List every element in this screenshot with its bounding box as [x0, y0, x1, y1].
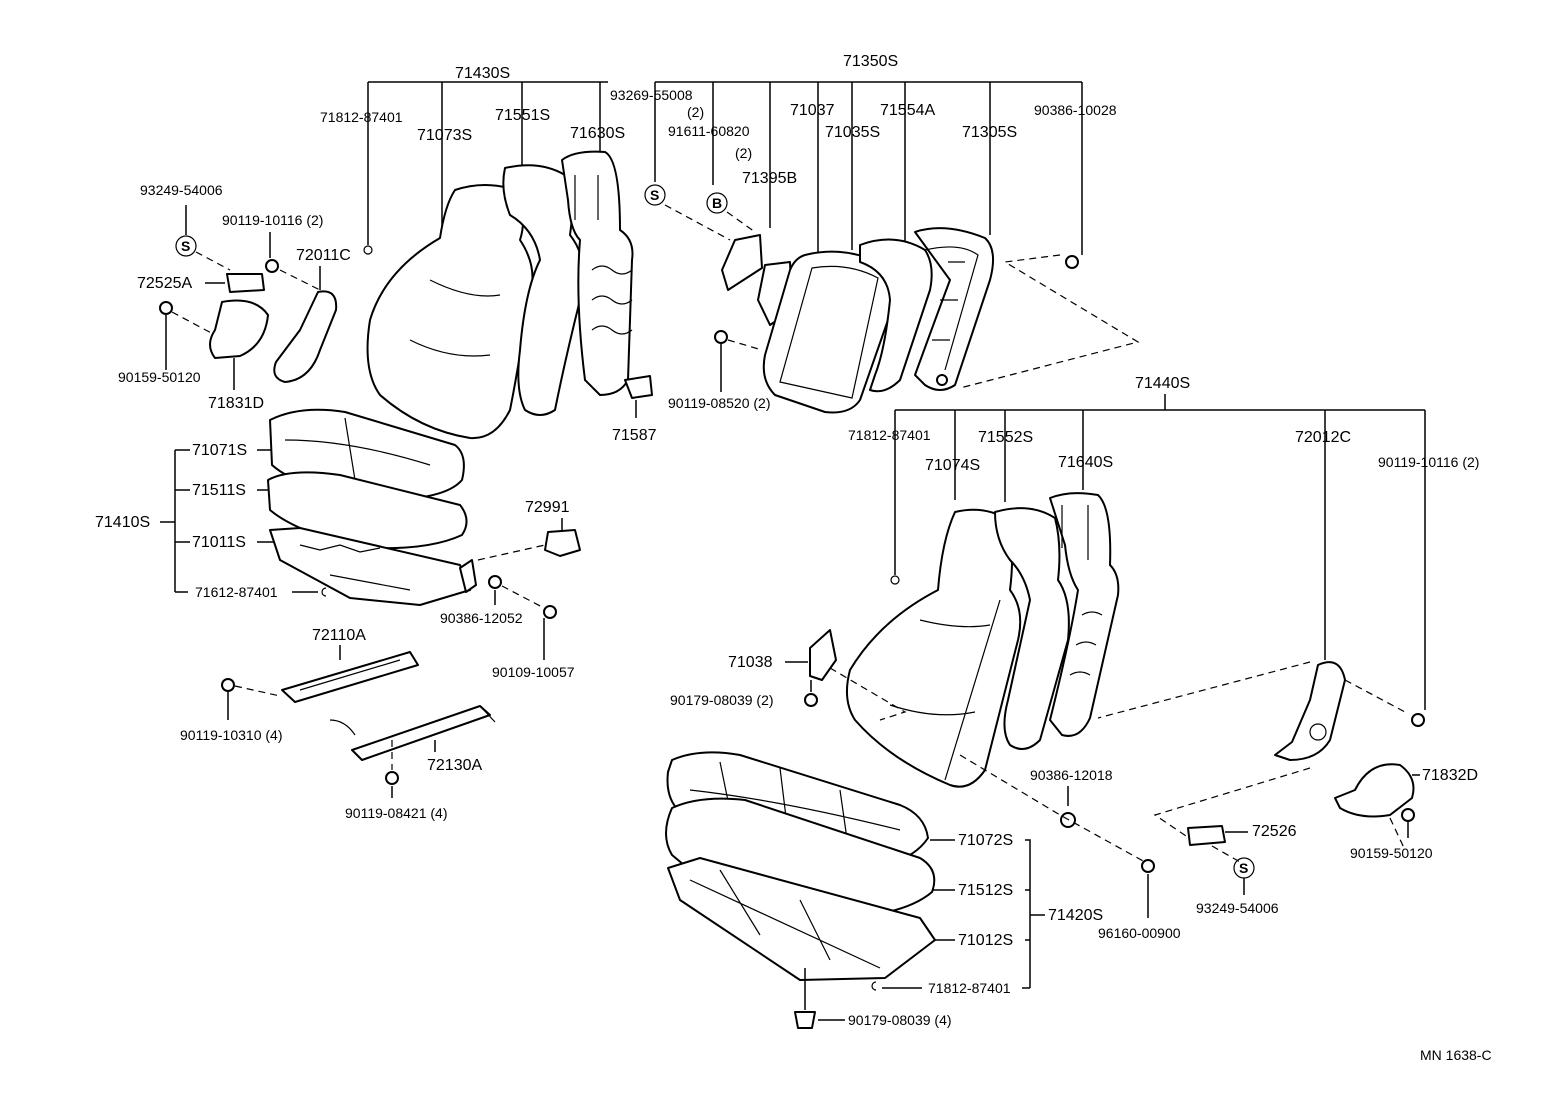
left-cushion-group: 71410S 71071S 71511S 71011S 71612-87401 … [95, 408, 581, 680]
right-seatback-group: 71440S 71812-87401 71552S 72012C 90119-1… [670, 375, 1479, 941]
label-93269-55008: 93269-55008 [610, 87, 693, 103]
rear-seatback-pad [859, 238, 933, 393]
label-91611-60820: 91611-60820 [668, 123, 750, 139]
label-72012C: 72012C [1295, 429, 1351, 446]
label-71812-87401-b: 71812-87401 [848, 427, 931, 443]
label-71552S: 71552S [978, 429, 1033, 446]
label-90159-50120-b: 90159-50120 [1350, 845, 1433, 861]
label-90119-10116-b: 90119-10116 (2) [1378, 454, 1479, 470]
bracket-71587 [624, 375, 653, 399]
label-90179-08039-b: 90179-08039 (4) [848, 1012, 952, 1028]
label-72991: 72991 [525, 499, 570, 516]
label-72011C: 72011C [296, 247, 351, 264]
label-71420S: 71420S [1048, 907, 1103, 924]
label-71440S: 71440S [1135, 375, 1190, 392]
label-71011S: 71011S [192, 534, 246, 551]
bracket-71395B [721, 234, 763, 291]
callout-s-1: S [181, 238, 190, 254]
bracket-72991 [544, 529, 581, 557]
label-71812-87401-c: 71812-87401 [928, 980, 1011, 996]
label-71430S: 71430S [455, 65, 510, 82]
seatback-cover-left [366, 184, 534, 440]
label-71612-87401: 71612-87401 [195, 584, 278, 600]
label-90386-10028: 90386-10028 [1034, 102, 1117, 118]
label-90119-10310: 90119-10310 (4) [180, 727, 282, 743]
callout-s-3: S [1239, 860, 1248, 876]
left-seatback-group: 71430S 71812-87401 71073S 71551S 71630S … [118, 65, 657, 444]
label-96160-00900: 96160-00900 [1098, 925, 1181, 941]
label-71551S: 71551S [495, 107, 550, 124]
seatback-cover-right [845, 508, 1022, 788]
label-71812-87401-a: 71812-87401 [320, 109, 403, 125]
knob-72525A [226, 273, 265, 293]
label-71831D: 71831D [208, 395, 264, 412]
label-72110A: 72110A [312, 627, 366, 644]
label-71037: 71037 [790, 102, 835, 119]
bracket-71038 [809, 629, 837, 681]
callout-s-2: S [650, 187, 659, 203]
label-71832D: 71832D [1422, 767, 1478, 784]
label-90119-08520: 90119-08520 (2) [668, 395, 770, 411]
label-71554A: 71554A [880, 102, 935, 119]
label-90386-12052: 90386-12052 [440, 610, 523, 626]
label-93249-54006-a: 93249-54006 [140, 182, 223, 198]
label-93269-55008-qty: (2) [687, 104, 704, 120]
hinge-72012C [1274, 661, 1346, 761]
label-90179-08039-a: 90179-08039 (2) [670, 692, 774, 708]
label-71073S: 71073S [417, 127, 472, 144]
label-71012S: 71012S [958, 932, 1013, 949]
label-71305S: 71305S [962, 124, 1017, 141]
label-90159-50120-a: 90159-50120 [118, 369, 201, 385]
label-71410S: 71410S [95, 514, 150, 531]
callout-b-1: B [712, 195, 722, 211]
label-72130A: 72130A [427, 757, 482, 774]
rail-72110A [281, 651, 419, 703]
rail-72130A [351, 705, 491, 761]
label-71511S: 71511S [192, 482, 246, 499]
label-71587: 71587 [612, 427, 657, 444]
label-72525A: 72525A [137, 275, 192, 292]
label-71074S: 71074S [925, 457, 980, 474]
rear-seatback-group: 71350S 93269-55008 (2) 91611-60820 (2) 7… [610, 53, 1140, 414]
label-71071S: 71071S [192, 442, 247, 459]
label-71350S: 71350S [843, 53, 898, 70]
left-rails-group: 72110A 90119-10310 (4) 72130A 90119-0842… [180, 627, 496, 821]
label-71395B: 71395B [742, 170, 797, 187]
nut-90179-08039-b [794, 1011, 816, 1029]
knob-72526 [1187, 825, 1226, 846]
label-71035S: 71035S [825, 124, 880, 141]
label-71640S: 71640S [1058, 454, 1113, 471]
cover-71831D [209, 299, 269, 359]
label-72526: 72526 [1252, 823, 1297, 840]
label-71072S: 71072S [958, 832, 1013, 849]
seatback-pad-right [994, 507, 1070, 750]
diagram-code: MN 1638-C [1420, 1047, 1492, 1063]
bracket-left-cushion [459, 559, 477, 593]
label-71630S: 71630S [570, 125, 625, 142]
hinge-72011C [273, 290, 338, 383]
cushion-frame-right [667, 857, 936, 981]
cushion-frame-left [269, 527, 471, 606]
label-90109-10057: 90109-10057 [492, 664, 575, 680]
label-71038: 71038 [728, 654, 773, 671]
label-71512S: 71512S [958, 882, 1013, 899]
label-90119-08421: 90119-08421 (4) [345, 805, 447, 821]
cover-71832D [1334, 763, 1415, 818]
label-90119-10116-a: 90119-10116 (2) [222, 212, 323, 228]
label-93249-54006-b: 93249-54006 [1196, 900, 1279, 916]
label-90386-12018: 90386-12018 [1030, 767, 1113, 783]
right-cushion-group: 90179-08039 (4) 71072S 71512S 71012S 714… [665, 751, 1103, 1029]
label-91611-60820-qty: (2) [735, 145, 752, 161]
